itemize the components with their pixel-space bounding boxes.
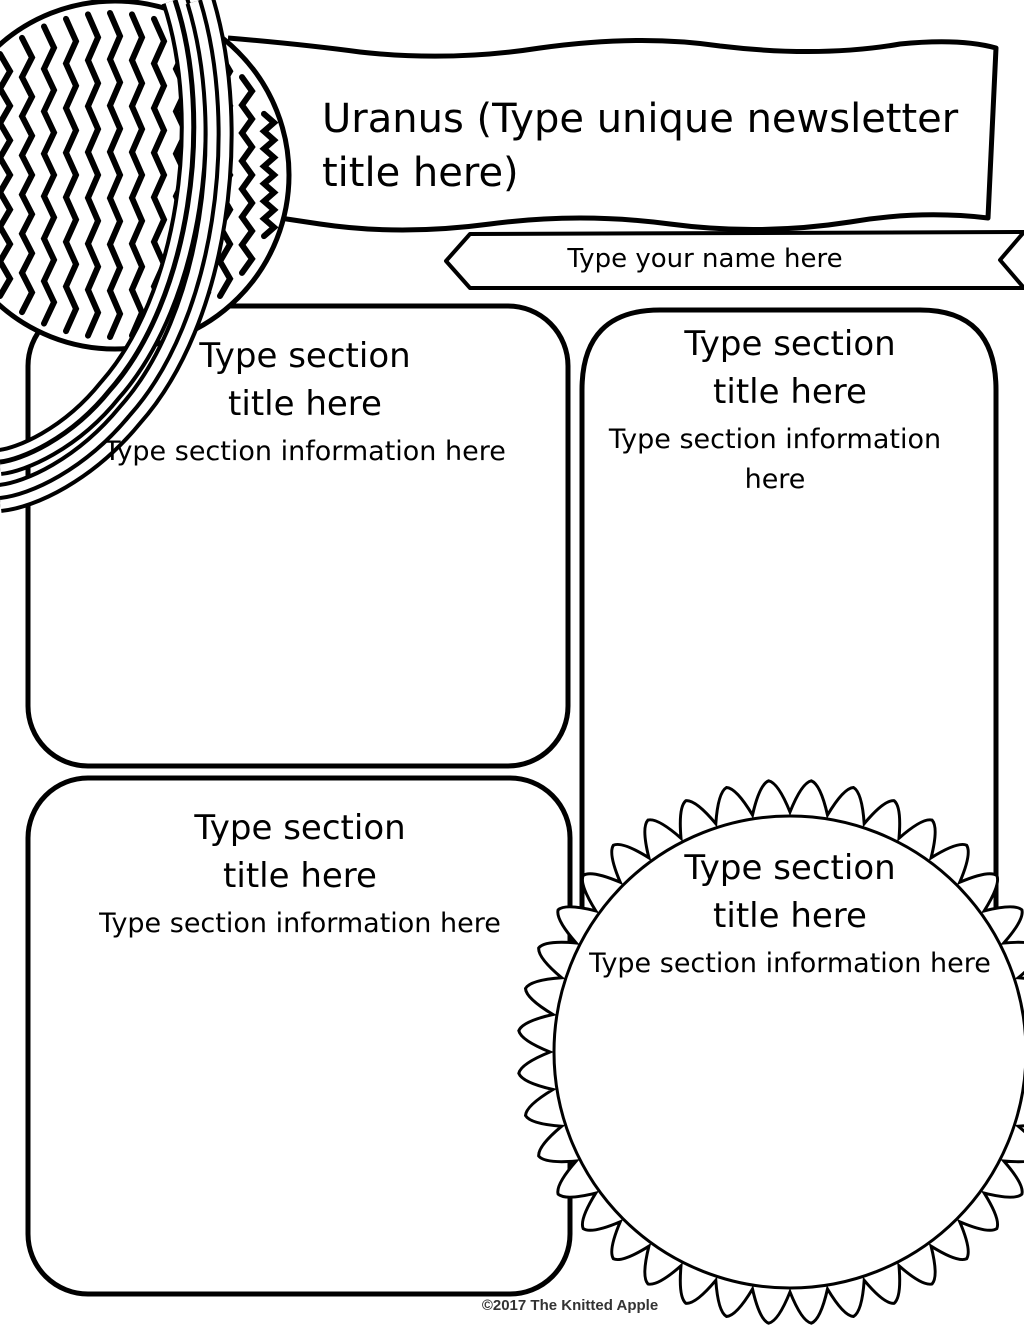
planet-band xyxy=(259,110,279,240)
section-info[interactable]: Type section information here xyxy=(589,948,991,979)
sun-inner-circle xyxy=(552,814,1024,1290)
section-title-line1[interactable]: Type section xyxy=(199,336,411,376)
planet-band xyxy=(106,10,124,340)
section-2: Type section title here Type section inf… xyxy=(600,320,980,500)
section-title-line2[interactable]: title here xyxy=(223,856,377,896)
planet-band xyxy=(128,11,146,339)
section-title-line1[interactable]: Type section xyxy=(194,808,406,848)
section-3: Type section title here Type section inf… xyxy=(80,804,520,944)
section-info[interactable]: Type section information here xyxy=(99,908,501,939)
planet-band xyxy=(84,11,102,339)
uranus-planet-drawing xyxy=(0,0,292,513)
planet-band xyxy=(0,51,14,299)
section-info[interactable]: Type section information here xyxy=(104,436,506,467)
section-box-top-left xyxy=(25,303,571,769)
planet-band xyxy=(40,23,58,327)
section-title-line2[interactable]: title here xyxy=(228,384,382,424)
section-title-line1[interactable]: Type section xyxy=(684,848,896,888)
planet-band xyxy=(62,15,80,335)
copyright-text: ©2017 The Knitted Apple xyxy=(481,1297,659,1314)
section-1: Type section title here Type section inf… xyxy=(100,332,510,472)
planet-band xyxy=(238,74,256,276)
section-title-line1[interactable]: Type section xyxy=(684,324,896,364)
title-banner xyxy=(227,35,999,233)
section-title-line2[interactable]: title here xyxy=(713,896,867,936)
section-4: Type section title here Type section inf… xyxy=(580,844,1000,984)
planet-band xyxy=(18,34,36,316)
section-info[interactable]: Type section information here xyxy=(608,424,942,495)
name-ribbon xyxy=(444,230,1024,290)
author-name-field[interactable]: Type your name here xyxy=(567,244,843,274)
newsletter-title[interactable]: Uranus (Type unique newsletter title her… xyxy=(322,96,959,196)
section-title-line2[interactable]: title here xyxy=(713,372,867,412)
